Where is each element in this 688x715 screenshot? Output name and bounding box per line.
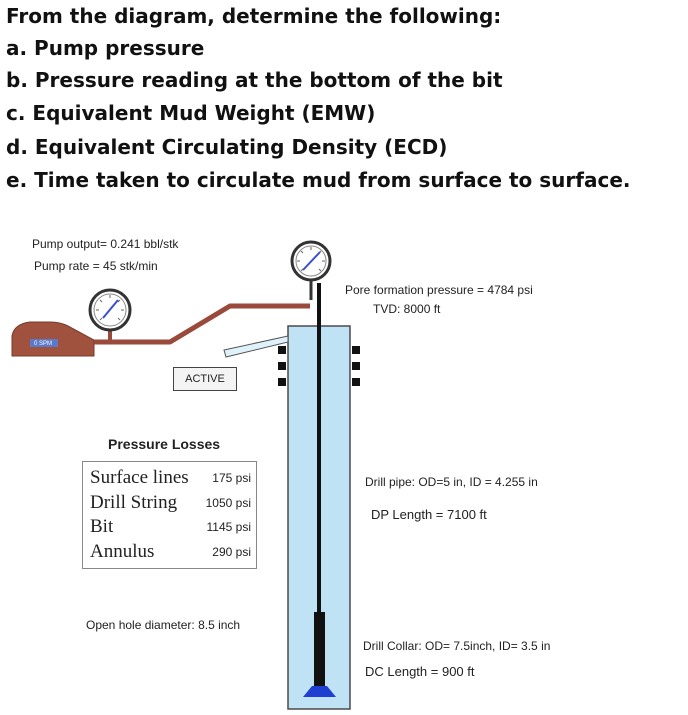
question-c: c. Equivalent Mud Weight (EMW) — [6, 101, 376, 125]
return-flowline — [223, 335, 289, 358]
intro-text: From the diagram, determine the followin… — [6, 4, 502, 28]
casing-markers-left — [278, 346, 286, 386]
loss-name: Surface lines — [90, 467, 189, 488]
loss-row: Annulus 290 psi — [83, 541, 256, 565]
pump-pressure-gauge — [88, 288, 132, 332]
loss-name: Annulus — [90, 541, 155, 562]
loss-value: 175 psi — [212, 471, 251, 485]
question-e: e. Time taken to circulate mud from surf… — [6, 168, 631, 192]
question-a: a. Pump pressure — [6, 36, 205, 60]
loss-row: Bit 1145 psi — [83, 516, 256, 540]
loss-row: Drill String 1050 psi — [83, 492, 256, 516]
pressure-losses-title: Pressure Losses — [108, 436, 221, 452]
loss-value: 1145 psi — [206, 520, 251, 534]
question-b: b. Pressure reading at the bottom of the… — [6, 68, 503, 92]
drill-collar-spec-label: Drill Collar: OD= 7.5inch, ID= 3.5 in — [363, 639, 551, 653]
surface-line — [94, 303, 310, 345]
dp-length-label: DP Length = 7100 ft — [371, 507, 487, 522]
loss-row: Surface lines 175 psi — [83, 467, 256, 491]
dc-length-label: DC Length = 900 ft — [365, 664, 475, 679]
drill-pipe-spec-label: Drill pipe: OD=5 in, ID = 4.255 in — [365, 475, 538, 489]
pore-pressure-label: Pore formation pressure = 4784 psi — [345, 283, 533, 297]
pump-rate-label: Pump rate = 45 stk/min — [34, 259, 158, 273]
active-tank: ACTIVE — [173, 367, 237, 391]
casing-markers-right — [352, 346, 360, 386]
drill-collar — [314, 612, 325, 686]
loss-value: 290 psi — [212, 545, 251, 559]
pressure-losses-table: Surface lines 175 psi Drill String 1050 … — [82, 461, 257, 569]
wellhead-pressure-gauge — [290, 240, 332, 300]
active-tank-label: ACTIVE — [185, 373, 225, 385]
question-d: d. Equivalent Circulating Density (ECD) — [6, 135, 448, 159]
open-hole-label: Open hole diameter: 8.5 inch — [86, 618, 241, 632]
spm-display — [30, 339, 58, 347]
loss-name: Bit — [90, 516, 114, 537]
spm-label: 0 SPM — [34, 341, 53, 347]
tvd-label: TVD: 8000 ft — [373, 302, 441, 316]
loss-name: Drill String — [90, 492, 178, 513]
drill-bit — [303, 686, 336, 697]
pump-output-label: Pump output= 0.241 bbl/stk — [32, 237, 179, 251]
loss-value: 1050 psi — [205, 496, 251, 510]
